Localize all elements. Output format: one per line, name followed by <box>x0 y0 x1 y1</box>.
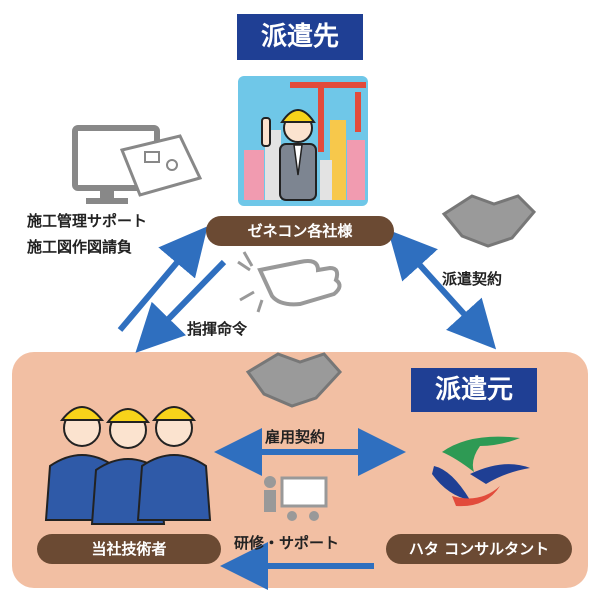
company-logo <box>432 436 530 507</box>
arrow-dispatch-contract <box>387 229 497 350</box>
handshake-icon-employment <box>245 352 343 408</box>
training-support-text: 研修・サポート <box>234 534 340 552</box>
haken-moto-label: 派遣元 <box>411 368 537 412</box>
arrow-command-down <box>135 259 227 353</box>
company-name-label: ハタ コンサルタント <box>386 534 572 564</box>
employment-contract-text: 雇用契約 <box>265 428 326 446</box>
support-text-line1: 施工管理サポート <box>27 212 148 230</box>
command-text: 指揮命令 <box>187 320 248 338</box>
support-text-line2: 施工図作図請負 <box>27 238 133 256</box>
dispatch-contract-text: 派遣契約 <box>442 270 503 288</box>
general-contractor-label: ゼネコン各社様 <box>206 216 394 246</box>
blueprint-monitor-icon <box>72 125 203 204</box>
general-contractor-illustration <box>238 76 368 206</box>
haken-saki-label: 派遣先 <box>237 14 363 60</box>
engineers-illustration <box>44 406 212 525</box>
training-presentation-icon <box>264 476 328 521</box>
engineers-label: 当社技術者 <box>37 534 221 564</box>
arrow-support-up <box>117 226 208 332</box>
handshake-icon-dispatch <box>441 194 537 248</box>
pointing-hand-icon <box>237 251 342 313</box>
